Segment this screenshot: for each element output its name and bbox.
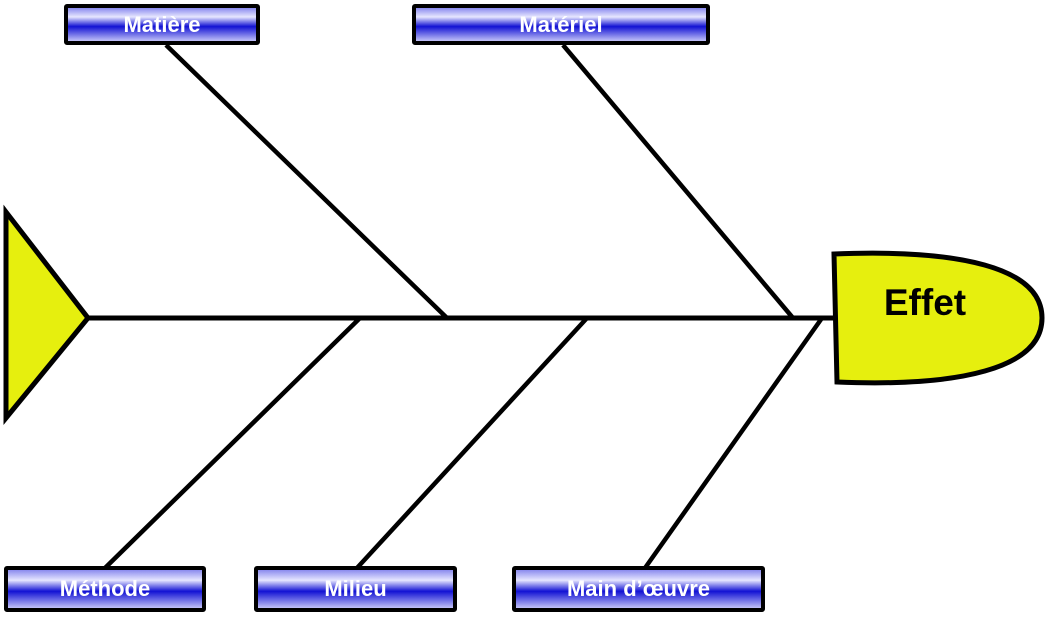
cause-label-materiel: Matériel [519, 11, 603, 37]
cause-label-matiere: Matière [123, 11, 201, 37]
branch-line-methode [103, 316, 362, 570]
cause-box-milieu: Milieu [254, 566, 457, 612]
cause-box-materiel: Matériel [412, 4, 710, 45]
cause-box-matiere: Matière [64, 4, 260, 45]
fish-tail-shape [3, 204, 92, 425]
branch-line-milieu [355, 316, 589, 570]
cause-label-milieu: Milieu [324, 576, 387, 601]
cause-box-main-doeuvre: Main d’œuvre [512, 566, 765, 612]
effect-label: Effet [883, 282, 967, 323]
branch-line-matiere [164, 43, 449, 320]
cause-box-methode: Méthode [4, 566, 206, 612]
cause-label-methode: Méthode [59, 576, 151, 601]
fish-head-shape [831, 250, 1045, 386]
cause-label-main-doeuvre: Main d’œuvre [566, 576, 710, 601]
branch-line-main-doeuvre [643, 316, 824, 570]
branch-line-materiel [561, 43, 795, 320]
